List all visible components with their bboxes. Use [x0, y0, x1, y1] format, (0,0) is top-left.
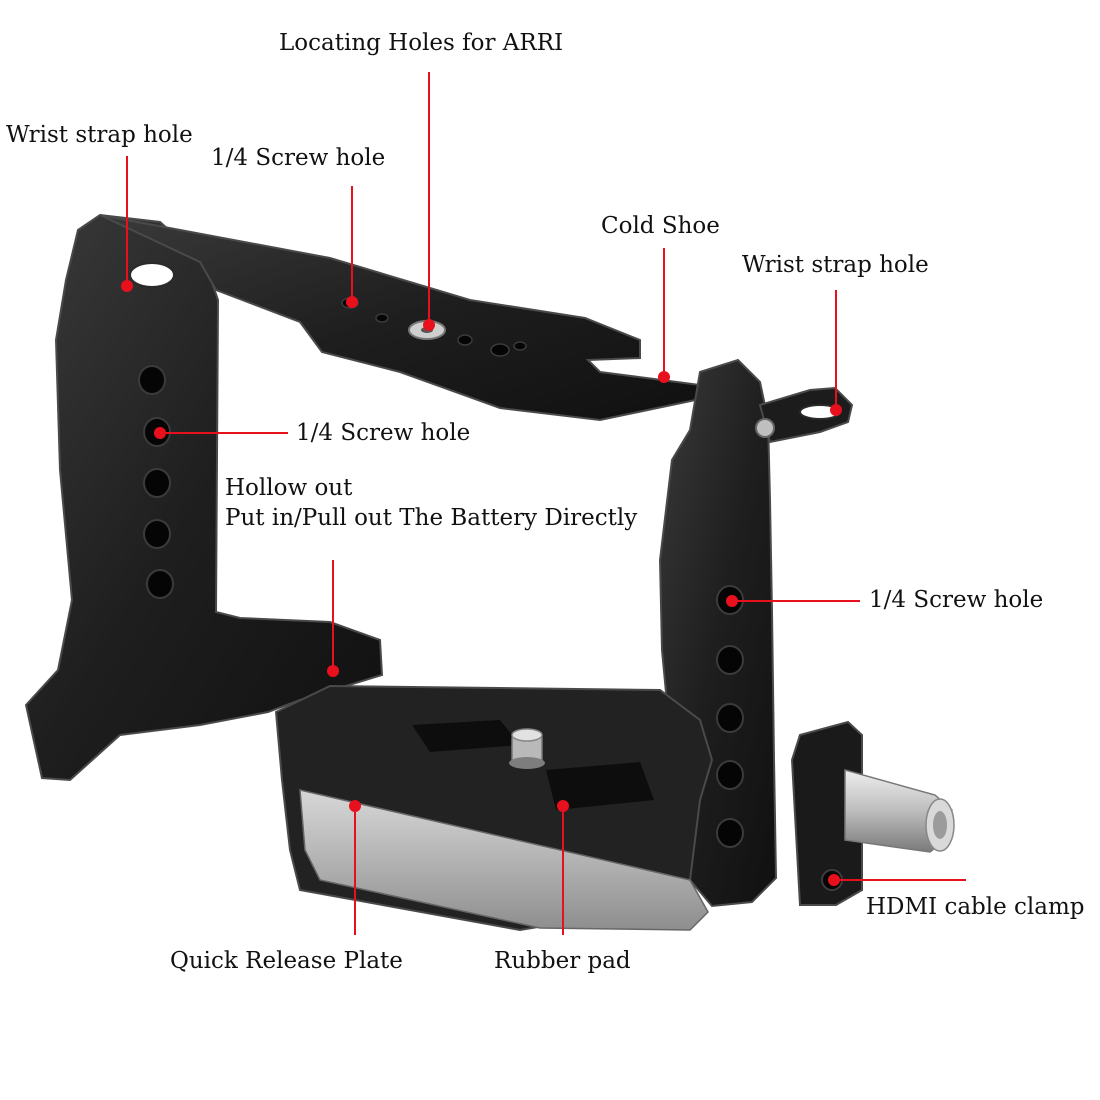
red-dot-marker-screw-left: [154, 427, 166, 439]
red-dot-marker-cold-shoe: [658, 371, 670, 383]
label-hollow-out-line1: Hollow out: [225, 475, 353, 501]
right-screw-holes: [716, 585, 744, 848]
label-locating-holes-arri: Locating Holes for ARRI: [279, 30, 564, 56]
red-dot-marker-wrist-left: [121, 280, 133, 292]
label-screw-hole-top: 1/4 Screw hole: [211, 145, 386, 171]
quick-release-silver-edge: [299, 789, 709, 931]
top-bar-holes: [341, 297, 527, 357]
rubber-pad-left: [412, 720, 520, 752]
mount-screw: [509, 728, 545, 769]
red-dot-marker-screw-right: [726, 595, 738, 607]
wrist-strap-slot-left: [129, 262, 175, 288]
label-hdmi-cable-clamp: HDMI cable clamp: [866, 894, 1085, 920]
callout-lines: [126, 72, 966, 935]
hdmi-clamp-block: [790, 720, 863, 906]
callout-markers: [121, 280, 842, 886]
camera-cage-illustration: [24, 213, 955, 932]
red-dot-marker-quick-release: [349, 800, 361, 812]
label-wrist-strap-right: Wrist strap hole: [742, 252, 929, 278]
label-wrist-strap-left: Wrist strap hole: [6, 122, 193, 148]
label-cold-shoe: Cold Shoe: [601, 213, 720, 239]
label-quick-release-plate: Quick Release Plate: [170, 948, 403, 974]
thumb-screw: [755, 418, 775, 438]
rubber-pad-right: [546, 762, 654, 810]
red-dot-marker-arri: [423, 319, 435, 331]
red-dot-marker-screw-top: [346, 296, 358, 308]
label-hollow-out-line2: Put in/Pull out The Battery Directly: [225, 505, 638, 531]
red-dot-marker-rubber-pad: [557, 800, 569, 812]
label-screw-hole-left: 1/4 Screw hole: [296, 420, 471, 446]
red-dot-marker-wrist-right: [830, 404, 842, 416]
red-dot-marker-hollow-out: [327, 665, 339, 677]
red-dot-marker-hdmi: [828, 874, 840, 886]
label-rubber-pad: Rubber pad: [494, 948, 631, 974]
label-hollow-out: Hollow out Put in/Pull out The Battery D…: [225, 473, 637, 533]
left-screw-holes: [138, 365, 174, 599]
label-screw-hole-right: 1/4 Screw hole: [869, 587, 1044, 613]
